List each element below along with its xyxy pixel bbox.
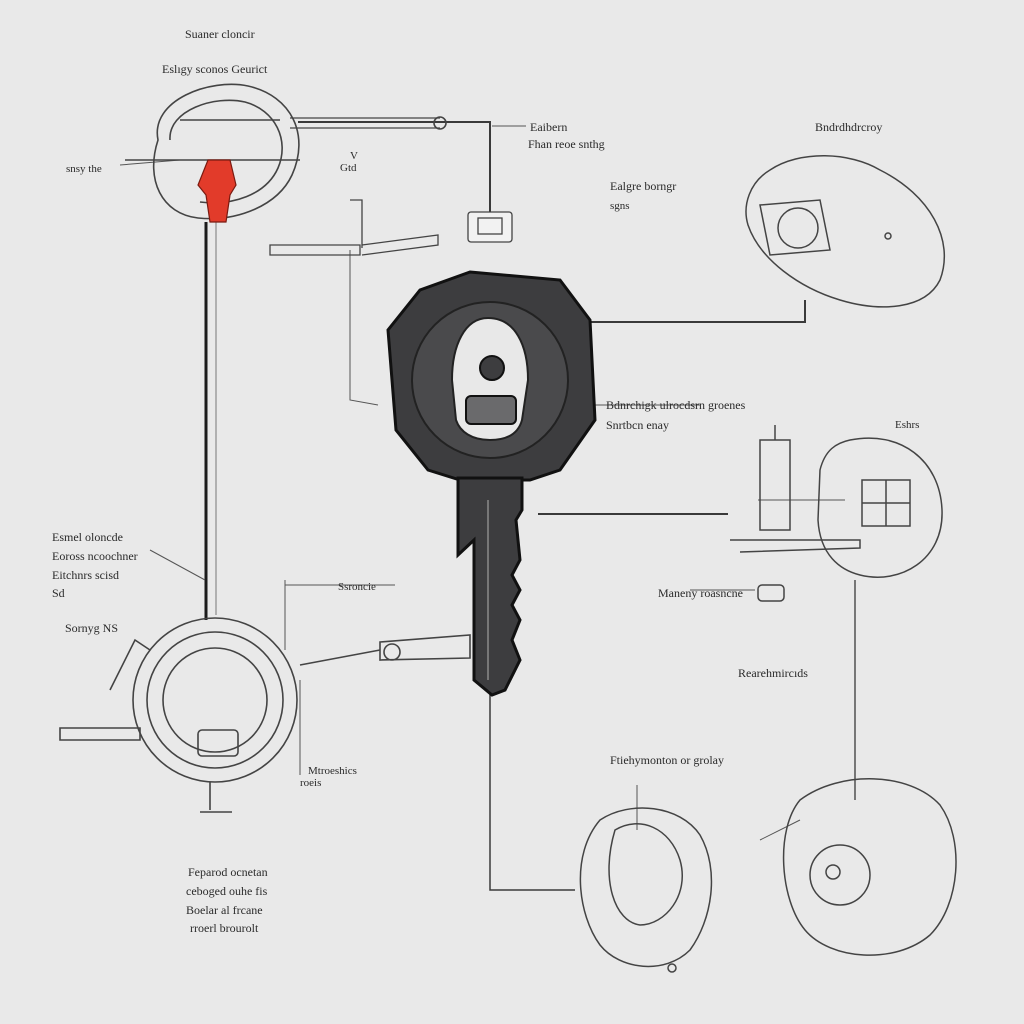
central-key: [386, 270, 597, 697]
label-left-mid-2: Eoross ncoochner: [52, 549, 138, 563]
leader-lines: [119, 125, 845, 841]
top-rod-connector: [467, 211, 513, 243]
label-left-ring-2: roeis: [300, 777, 322, 789]
label-right-top-2: Fhan reoe snthg: [528, 137, 605, 151]
label-lower-right-mid: Maneny roasncne: [658, 586, 743, 600]
label-bottom-1: Feparod ocnetan: [188, 865, 268, 879]
key-hole: [479, 355, 505, 381]
label-right-top-1: Eaibern: [530, 120, 568, 134]
bottom-center-housing: [579, 807, 713, 973]
label-far-right-top: Bndrdhdrcroy: [815, 120, 883, 134]
label-bottom-4: rroerl brourolt: [190, 921, 259, 935]
label-left-ring-1: Mtroeshics: [308, 765, 357, 777]
label-left-fuse: snsy the: [66, 163, 102, 175]
label-small-v: V: [350, 150, 358, 162]
label-center-small: Ssroncie: [338, 581, 376, 593]
key-chip: [465, 395, 517, 425]
top-left-housing: [125, 83, 447, 220]
key-blank-small: [269, 199, 439, 256]
key-blade: [456, 476, 524, 697]
label-right-side-mid: Rearehmircıds: [738, 666, 808, 680]
ignition-lock-cylinder: [59, 617, 471, 813]
label-small-dat: Gtd: [340, 162, 357, 174]
right-mid-switch: [730, 425, 943, 602]
label-left-mid-4: Sd: [52, 586, 65, 600]
label-top-sub: Eslıgy sconos Geurict: [162, 62, 268, 76]
bottom-right-housing: [782, 778, 957, 956]
label-top-title: Suaner cloncir: [185, 27, 255, 41]
label-center-low: Ftiehymonton or grolay: [610, 753, 724, 767]
connector-lines: [204, 121, 856, 891]
label-mid-right-1: Ealgre borngr: [610, 179, 677, 193]
label-left-mid-3: Eitchnrs scisd: [52, 568, 119, 582]
label-key-right-1: Bdnrchigk ulrocdsrn groenes: [606, 398, 746, 412]
label-bottom-3: Boelar al frcane: [186, 903, 263, 917]
label-far-right-mid: Eshrs: [895, 419, 920, 431]
label-left-lower: Sornyg NS: [65, 621, 119, 635]
label-bottom-2: ceboged ouhe fis: [186, 884, 268, 898]
label-mid-right-2: sgns: [610, 200, 630, 212]
right-top-housing: [745, 155, 945, 308]
label-key-right-2: Snrtbcn enay: [606, 418, 669, 432]
label-left-mid-1: Esmel oloncde: [52, 530, 123, 544]
red-fuse: [197, 159, 237, 223]
